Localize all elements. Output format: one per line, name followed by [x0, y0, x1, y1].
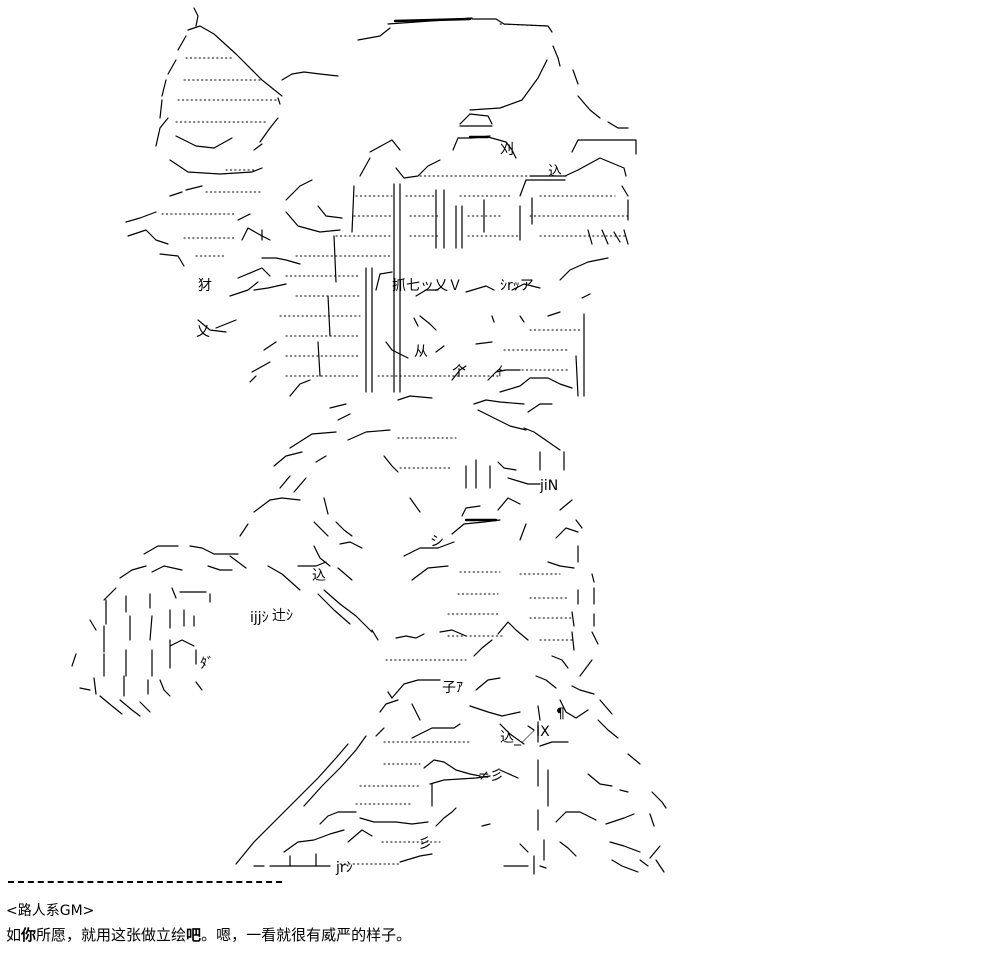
art-glyph: 乂: [196, 324, 210, 340]
art-glyph: 込: [312, 568, 326, 584]
art-glyph: 子ｱ: [442, 680, 463, 696]
face-features: [375, 257, 609, 397]
art-glyph: ｲ: [496, 364, 503, 380]
art-glyph: ≠彡: [478, 768, 504, 784]
art-glyph: 犲: [198, 278, 212, 294]
dialogue-part: 。嗯，一看就很有威严的样子。: [201, 926, 412, 944]
divider-rule: [8, 881, 282, 883]
art-glyph: ijjｼ: [250, 610, 269, 626]
art-glyph: 刈: [500, 142, 514, 158]
lower-body: [235, 675, 667, 875]
art-glyphs: 抓七ッ乂Ｖ ｼrｯア 込 刈 犲 从 个 ｲ 込 辻ｼ 子ｱ ≠彡 彡 IX ¶…: [196, 142, 565, 876]
dialogue-part: 所愿，就用这张做立绘: [36, 926, 187, 944]
art-glyph: 个: [452, 364, 466, 380]
art-glyph: 从: [414, 344, 428, 360]
dialogue-part: 如: [6, 926, 22, 944]
claw-hand: [71, 587, 211, 717]
speaker-name: <路人系GM>: [6, 903, 95, 919]
art-glyph: ｼrｯア: [500, 278, 534, 294]
art-glyph: 込_／: [500, 730, 535, 746]
art-glyph: jiN: [539, 478, 558, 494]
art-glyph: jrｼ: [335, 860, 353, 876]
ear-shape: [125, 7, 283, 267]
art-glyph: 込: [548, 164, 562, 180]
art-glyph: シ: [430, 534, 444, 550]
dialogue-emphasis: 你: [21, 926, 37, 944]
dialogue-emphasis: 吧: [186, 926, 202, 944]
dialogue-line: 如你所愿，就用这张做立绘吧。嗯，一看就很有威严的样子。: [6, 925, 411, 945]
collar: [273, 395, 565, 493]
art-glyph: 辻ｼ: [272, 608, 293, 624]
body-grid: [197, 179, 629, 397]
torso: [119, 497, 599, 677]
art-glyph: IX: [536, 724, 550, 740]
art-glyph: ¶: [556, 706, 565, 722]
hat-outline: [281, 17, 637, 197]
art-glyph: ﾀﾞ: [200, 656, 214, 672]
art-glyph: 彡: [418, 836, 432, 852]
art-glyph: 抓七ッ乂Ｖ: [392, 278, 462, 294]
